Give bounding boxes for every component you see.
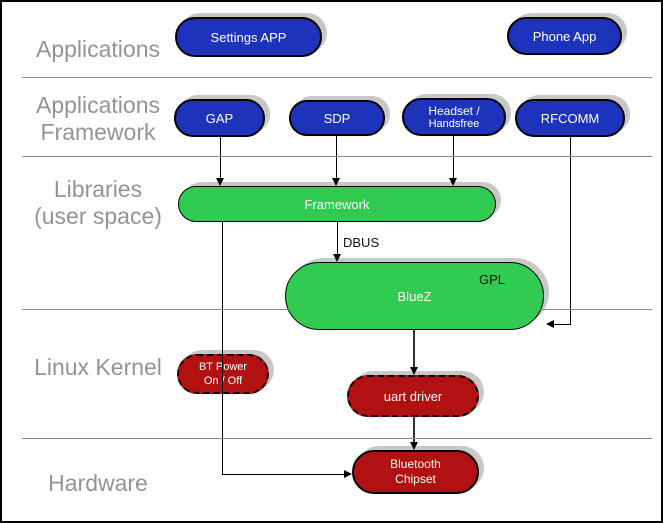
node-headset-line1: Headset /: [428, 103, 480, 118]
line-sdp-to-framework: [336, 135, 337, 183]
node-gap: GAP: [174, 99, 265, 137]
node-sdp: SDP: [289, 100, 385, 136]
divider-libraries-kernel: [22, 309, 652, 310]
layer-label-libraries-user-space: Libraries (user space): [34, 176, 162, 229]
node-bluez: BlueZ: [285, 262, 544, 330]
node-settings-app: Settings APP: [175, 17, 322, 57]
arrowhead-uart-to-chipset: [410, 442, 418, 450]
node-headset-handsfree: Headset / Handsfree: [402, 98, 506, 136]
arrowhead-headset-to-framework: [449, 178, 457, 186]
line-uart-to-chipset: [413, 417, 415, 443]
line-bluez-to-uart: [413, 330, 415, 368]
arrowhead-framework-to-bluez: [333, 254, 341, 262]
node-uart-driver: uart driver: [347, 375, 479, 417]
divider-kernel-hardware: [22, 438, 652, 439]
arrowhead-bluez-to-uart: [410, 367, 418, 375]
layer-label-applications: Applications: [35, 36, 161, 62]
line-framework-to-chipset-vertical: [222, 222, 223, 474]
arrowhead-gap-to-framework: [216, 178, 224, 186]
divider-applications-framework: [22, 77, 652, 78]
line-rfcomm-vertical: [570, 137, 571, 324]
gpl-license-label: GPL: [479, 272, 506, 287]
arrowhead-sdp-to-framework: [332, 178, 340, 186]
layer-label-applications-framework: Applications Framework: [35, 92, 161, 145]
divider-framework-libraries: [22, 156, 652, 157]
node-headset-line2: Handsfree: [428, 117, 480, 130]
node-rfcomm: RFCOMM: [515, 99, 625, 137]
arrowhead-framework-to-chipset: [344, 470, 352, 478]
arrowhead-rfcomm-to-bluez: [546, 320, 554, 328]
line-framework-to-chipset-horizontal: [222, 474, 346, 475]
dbus-label: DBUS: [343, 235, 380, 250]
line-headset-to-framework: [453, 135, 454, 183]
line-framework-to-bluez: [337, 222, 338, 259]
layer-label-linux-kernel: Linux Kernel: [34, 354, 162, 380]
node-bt-power-on-off: BT Power On / Off: [177, 354, 269, 394]
line-rfcomm-horizontal: [553, 324, 571, 325]
node-bluetooth-chipset: Bluetooth Chipset: [352, 450, 479, 494]
layer-label-hardware: Hardware: [48, 470, 148, 496]
node-framework: Framework: [178, 186, 496, 222]
line-gap-to-framework: [220, 137, 221, 183]
node-phone-app: Phone App: [507, 17, 622, 55]
